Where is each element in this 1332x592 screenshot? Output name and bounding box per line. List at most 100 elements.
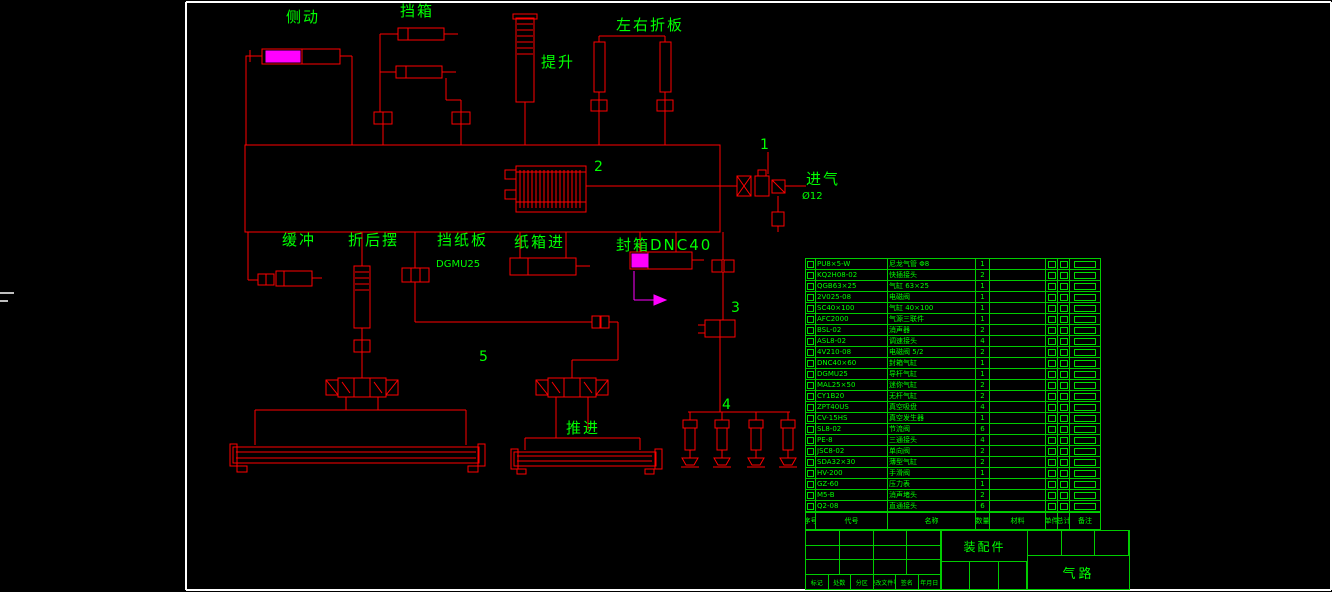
drawing-name: 气路	[1062, 567, 1095, 582]
part-mark	[806, 325, 816, 335]
revision-box	[807, 502, 814, 510]
part-name: 尼龙气管 Φ8	[888, 259, 976, 269]
part-qty: 1	[976, 358, 990, 368]
part-weight-unit	[1046, 314, 1058, 324]
remark-box	[1074, 392, 1096, 400]
part-material	[990, 413, 1046, 423]
weight-box	[1047, 469, 1056, 477]
weight-box	[1059, 337, 1068, 345]
part-weight-total	[1058, 303, 1070, 313]
part-code: ASL8-02	[816, 336, 888, 346]
part-mark	[806, 270, 816, 280]
remark-box	[1074, 260, 1096, 268]
part-material	[990, 391, 1046, 401]
part-weight-total	[1058, 468, 1070, 478]
remark-box	[1074, 458, 1096, 466]
weight-box	[1047, 315, 1056, 323]
part-mark	[806, 281, 816, 291]
part-weight-total	[1058, 270, 1070, 280]
part-code: MAL25×50	[816, 380, 888, 390]
weight-box	[1047, 392, 1056, 400]
weight-box	[1047, 326, 1056, 334]
part-remark	[1070, 259, 1100, 269]
part-code: KQ2H08-02	[816, 270, 888, 280]
table-header-cell: 数量	[976, 513, 990, 529]
revision-cells	[806, 531, 941, 575]
part-qty: 2	[976, 325, 990, 335]
weight-box	[1059, 381, 1068, 389]
part-qty: 1	[976, 259, 990, 269]
part-material	[990, 479, 1046, 489]
weight-box	[1059, 447, 1068, 455]
remark-box	[1074, 447, 1096, 455]
part-mark	[806, 259, 816, 269]
part-material	[990, 303, 1046, 313]
cylinder-lift	[512, 13, 538, 145]
part-remark	[1070, 446, 1100, 456]
part-material	[990, 424, 1046, 434]
part-weight-unit	[1046, 402, 1058, 412]
remark-box	[1074, 271, 1096, 279]
remark-box	[1074, 381, 1096, 389]
part-mark	[806, 336, 816, 346]
part-weight-unit	[1046, 358, 1058, 368]
part-mark	[806, 380, 816, 390]
part-qty: 2	[976, 391, 990, 401]
remark-box	[1074, 304, 1096, 312]
weight-box	[1047, 359, 1056, 367]
valve-paper-stop	[401, 232, 430, 322]
revision-box	[807, 414, 814, 422]
part-name: 手滑阀	[888, 468, 976, 478]
weight-box	[1059, 436, 1068, 444]
titleblock-footer-label: 更改文件号	[874, 575, 896, 589]
remark-box	[1074, 480, 1096, 488]
weight-box	[1059, 370, 1068, 378]
part-material	[990, 435, 1046, 445]
part-weight-total	[1058, 391, 1070, 401]
weight-box	[1059, 348, 1068, 356]
title-block-right-cells	[1028, 531, 1129, 556]
part-code: PE-8	[816, 435, 888, 445]
revision-box	[807, 469, 814, 477]
part-remark	[1070, 303, 1100, 313]
part-mark	[806, 402, 816, 412]
part-weight-total	[1058, 501, 1070, 511]
part-mark	[806, 501, 816, 511]
air-service-unit	[736, 152, 806, 232]
part-name: 薄型气缸	[888, 457, 976, 467]
weight-box	[1059, 425, 1068, 433]
table-header-cell: 名称	[888, 513, 976, 529]
part-mark	[806, 369, 816, 379]
revision-box	[807, 392, 814, 400]
cylinder-fold-rear	[353, 232, 371, 378]
part-mark	[806, 391, 816, 401]
revision-box	[807, 491, 814, 499]
revision-box	[807, 315, 814, 323]
part-remark	[1070, 358, 1100, 368]
part-mark	[806, 446, 816, 456]
part-mark	[806, 358, 816, 368]
revision-box	[807, 425, 814, 433]
weight-box	[1047, 337, 1056, 345]
table-header-cell: 备注	[1078, 517, 1092, 525]
part-material	[990, 336, 1046, 346]
remark-box	[1074, 469, 1096, 477]
weight-box	[1047, 414, 1056, 422]
part-weight-unit	[1046, 336, 1058, 346]
remark-box	[1074, 425, 1096, 433]
titleblock-footer-label: 签名	[896, 575, 919, 589]
part-qty: 2	[976, 347, 990, 357]
remark-box	[1074, 326, 1096, 334]
part-remark	[1070, 347, 1100, 357]
assembly-name: 装配件	[942, 531, 1027, 562]
part-weight-unit	[1046, 281, 1058, 291]
remark-box	[1074, 491, 1096, 499]
